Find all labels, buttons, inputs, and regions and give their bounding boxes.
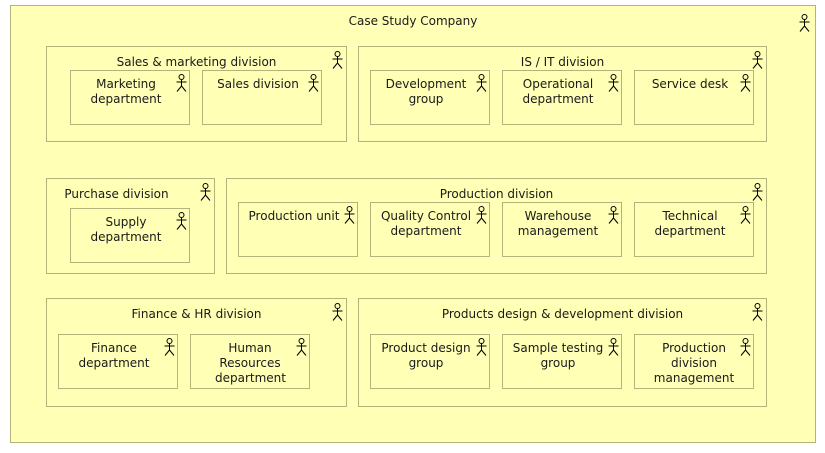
business-actor-icon	[176, 74, 187, 92]
unit-service-desk[interactable]: Service desk	[634, 70, 754, 125]
business-actor-icon	[200, 183, 211, 201]
unit-label: Operational department	[522, 77, 594, 106]
unit-sales-division[interactable]: Sales division	[202, 70, 322, 125]
unit-label: Service desk	[651, 77, 729, 91]
division-title: Finance & HR division	[131, 307, 262, 321]
business-actor-icon	[176, 212, 187, 230]
business-actor-icon	[332, 303, 343, 321]
unit-product-design-group[interactable]: Product design group	[370, 334, 490, 389]
unit-label: Development group	[385, 77, 467, 106]
business-actor-icon	[608, 74, 619, 92]
division-title: Sales & marketing division	[116, 55, 277, 69]
business-actor-icon	[476, 338, 487, 356]
unit-label: Quality Control department	[380, 209, 472, 238]
business-actor-icon	[332, 51, 343, 69]
unit-label: Human Resources department	[215, 341, 286, 385]
unit-supply-department[interactable]: Supply department	[70, 208, 190, 263]
unit-technical-department[interactable]: Technical department	[634, 202, 754, 257]
division-title: Products design & development division	[441, 307, 684, 321]
business-actor-icon	[308, 74, 319, 92]
business-actor-icon	[740, 74, 751, 92]
unit-label: Technical department	[654, 209, 726, 238]
unit-production-unit[interactable]: Production unit	[238, 202, 358, 257]
business-actor-icon	[476, 74, 487, 92]
unit-operational-department[interactable]: Operational department	[502, 70, 622, 125]
unit-label: Finance department	[78, 341, 150, 370]
business-actor-icon	[752, 303, 763, 321]
unit-production-division-management[interactable]: Production division management	[634, 334, 754, 389]
unit-warehouse-management[interactable]: Warehouse management	[502, 202, 622, 257]
unit-label: Marketing department	[90, 77, 162, 106]
unit-finance-department[interactable]: Finance department	[58, 334, 178, 389]
unit-quality-control-department[interactable]: Quality Control department	[370, 202, 490, 257]
unit-label: Production unit	[248, 209, 340, 223]
business-actor-icon	[344, 206, 355, 224]
company-title: Case Study Company	[348, 14, 478, 28]
business-actor-icon	[752, 51, 763, 69]
division-title: IS / IT division	[520, 55, 605, 69]
unit-development-group[interactable]: Development group	[370, 70, 490, 125]
unit-marketing-department[interactable]: Marketing department	[70, 70, 190, 125]
unit-label: Sales division	[217, 77, 299, 91]
unit-human-resources-department[interactable]: Human Resources department	[190, 334, 310, 389]
business-actor-icon	[608, 338, 619, 356]
business-actor-icon	[740, 338, 751, 356]
business-actor-icon	[296, 338, 307, 356]
unit-label: Sample testing group	[512, 341, 604, 370]
business-actor-icon	[799, 14, 810, 32]
unit-label: Production division management	[653, 341, 735, 385]
division-title: Production division	[439, 187, 554, 201]
division-title: Purchase division	[64, 187, 169, 201]
unit-sample-testing-group[interactable]: Sample testing group	[502, 334, 622, 389]
business-actor-icon	[164, 338, 175, 356]
business-actor-icon	[740, 206, 751, 224]
unit-label: Warehouse management	[517, 209, 599, 238]
business-actor-icon	[752, 183, 763, 201]
unit-label: Supply department	[90, 215, 162, 244]
business-actor-icon	[608, 206, 619, 224]
business-actor-icon	[476, 206, 487, 224]
unit-label: Product design group	[381, 341, 471, 370]
